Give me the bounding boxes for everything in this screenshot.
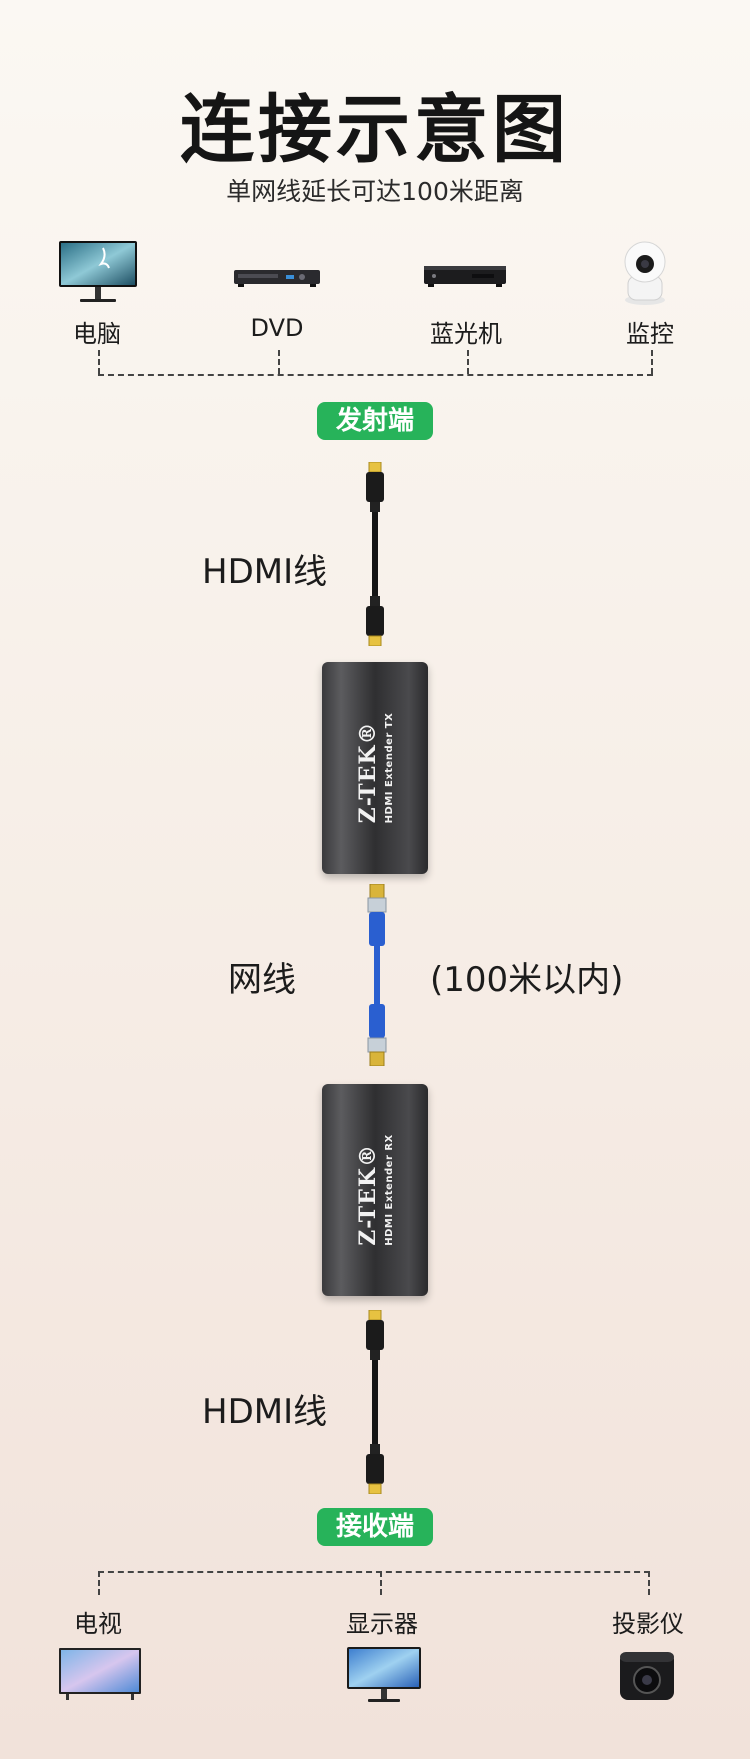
hdmi-cable-label-top: HDMI线	[202, 552, 328, 592]
connector-line	[380, 1571, 382, 1595]
monitor-icon	[59, 241, 137, 302]
hdmi-cable-label-bottom: HDMI线	[202, 1392, 328, 1432]
dvd-player-icon	[234, 270, 320, 287]
transmitter-device: Z-TEK® HDMI Extender TX	[322, 662, 428, 874]
page-subtitle: 单网线延长可达100米距离	[226, 177, 524, 206]
distance-label: (100米以内)	[430, 960, 624, 1000]
display-label-projector: 投影仪	[612, 1610, 684, 1638]
source-label-bluray: 蓝光机	[430, 320, 502, 348]
transmitter-badge: 发射端	[317, 402, 433, 440]
source-label-monitoring: 监控	[626, 320, 674, 348]
connector-line	[648, 1571, 650, 1595]
connector-bus	[98, 374, 653, 376]
display-label-monitor: 显示器	[346, 1610, 418, 1638]
device-model-label: HDMI Extender TX	[384, 712, 395, 824]
receiver-device: Z-TEK® HDMI Extender RX	[322, 1084, 428, 1296]
source-label-dvd: DVD	[250, 314, 304, 342]
display-label-tv: 电视	[74, 1610, 122, 1638]
brand-logo: Z-TEK®	[355, 1143, 381, 1246]
source-label-computer: 电脑	[73, 320, 121, 348]
brand-logo: Z-TEK®	[355, 721, 381, 824]
device-model-label: HDMI Extender RX	[384, 1134, 395, 1246]
projector-icon	[620, 1652, 674, 1700]
tv-icon	[59, 1648, 141, 1700]
connector-line	[98, 1571, 100, 1595]
receiver-badge: 接收端	[317, 1508, 433, 1546]
connector-line	[278, 350, 280, 374]
network-cable-label: 网线	[228, 960, 296, 1000]
connector-line	[467, 350, 469, 374]
connector-line	[98, 350, 100, 374]
bluray-player-icon	[424, 266, 506, 287]
network-cable-icon	[367, 884, 387, 1066]
connector-bus	[98, 1571, 650, 1573]
hdmi-cable-icon	[366, 462, 384, 646]
security-camera-icon	[624, 241, 666, 305]
display-monitor-icon	[347, 1647, 421, 1702]
hdmi-cable-icon	[366, 1310, 384, 1494]
page-title: 连接示意图	[180, 87, 570, 173]
connector-line	[651, 350, 653, 374]
